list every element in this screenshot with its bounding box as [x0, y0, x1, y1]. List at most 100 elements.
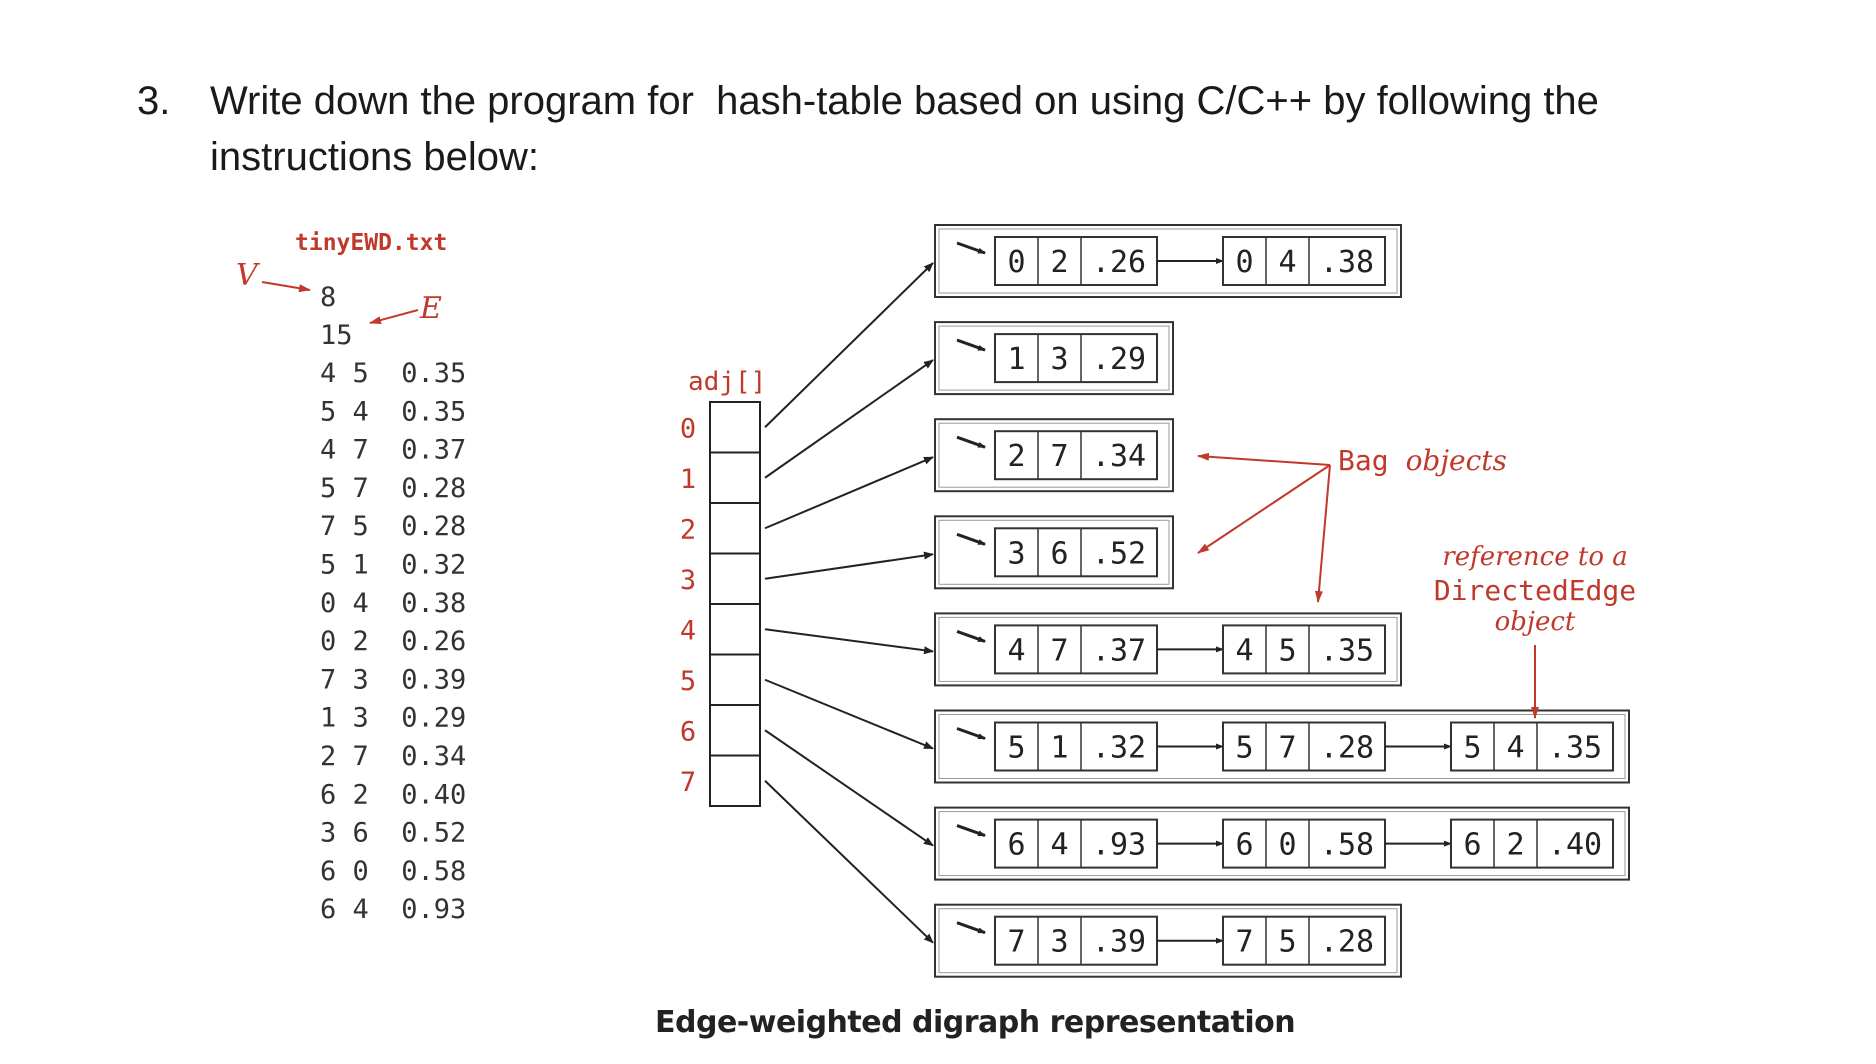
edge-line: 6 2 0.40: [320, 779, 466, 810]
adj-pointer: [764, 729, 934, 847]
adj-pointer: [764, 262, 934, 428]
node-to: 2: [1050, 245, 1068, 280]
edge-line: 4 7 0.37: [320, 435, 466, 466]
node-to: 3: [1050, 342, 1068, 377]
bag-label-mono: Bag: [1338, 444, 1389, 477]
node-weight: .26: [1092, 245, 1146, 280]
adj-cell: [709, 704, 761, 757]
node-to: 7: [1278, 731, 1296, 766]
node-from: 1: [1007, 342, 1025, 377]
edge-list: 4 5 0.355 4 0.354 7 0.375 7 0.287 5 0.28…: [320, 358, 466, 925]
node-to: 3: [1050, 925, 1068, 960]
bag-objects-annotation: Bag objects: [1197, 444, 1507, 603]
node-to: 0: [1278, 828, 1296, 863]
adj-cell: [709, 603, 761, 656]
edge-line: 7 5 0.28: [320, 511, 466, 542]
adj-pointer: [764, 359, 934, 479]
node-from: 7: [1007, 925, 1025, 960]
node-from: 0: [1007, 245, 1025, 280]
node-to: 1: [1050, 731, 1068, 766]
node-weight: .37: [1092, 633, 1146, 668]
adj-index: 2: [680, 514, 696, 545]
edge-line: 6 4 0.93: [320, 894, 466, 925]
node-to: 5: [1278, 925, 1296, 960]
edge-line: 0 2 0.26: [320, 626, 466, 657]
edge-line: 3 6 0.52: [320, 818, 466, 849]
adj-index: 0: [680, 413, 696, 444]
question-line-1: Write down the program for hash-table ba…: [210, 79, 1599, 123]
node-weight: .39: [1092, 925, 1146, 960]
node-to: 5: [1278, 633, 1296, 668]
node-weight: .34: [1092, 439, 1146, 474]
adj-label: adj[]: [688, 367, 766, 397]
adj-index: 7: [680, 767, 696, 798]
node-box: [994, 527, 1158, 578]
node-box: [994, 721, 1158, 772]
adj-pointer: [764, 628, 934, 655]
node-from: 4: [1235, 633, 1253, 668]
question-line-2: instructions below:: [210, 135, 540, 179]
adj-index: 5: [680, 666, 696, 697]
file-title: tinyEWD.txt: [295, 230, 447, 256]
edge-line: 7 3 0.39: [320, 664, 466, 695]
node-from: 4: [1007, 633, 1025, 668]
node-box: [994, 236, 1158, 286]
node-weight: .58: [1320, 828, 1374, 863]
bag-first-pointer: [956, 241, 986, 255]
bag-arrow-1: [1197, 452, 1331, 466]
node-to: 4: [1506, 731, 1524, 766]
node-to: 2: [1506, 828, 1524, 863]
ref-line-2: DirectedEdge: [1434, 574, 1636, 607]
adj-pointer: [764, 678, 934, 750]
node-weight: .29: [1092, 342, 1146, 377]
e-label: E: [419, 291, 442, 326]
node-from: 6: [1007, 828, 1025, 863]
edge-line: 5 1 0.32: [320, 550, 466, 581]
node-weight: .28: [1320, 925, 1374, 960]
figure-caption: Edge-weighted digraph representation: [655, 1005, 1296, 1040]
node-from: 7: [1235, 925, 1253, 960]
bag-first-pointer: [956, 435, 986, 449]
node-box: [994, 333, 1158, 384]
adj-pointer: [764, 551, 934, 580]
adj-cell: [709, 502, 761, 555]
edge-line: 4 5 0.35: [320, 358, 466, 389]
node-weight: .28: [1320, 731, 1374, 766]
bag-label-italic: objects: [1406, 444, 1507, 477]
node-weight: .52: [1092, 536, 1146, 571]
edge-line: 6 0 0.58: [320, 856, 466, 887]
bag-arrow-2: [1197, 464, 1331, 554]
adj-pointers: [764, 262, 934, 944]
node-from: 5: [1235, 731, 1253, 766]
node-weight: .93: [1092, 828, 1146, 863]
node-weight: .38: [1320, 245, 1374, 280]
node-to: 4: [1278, 245, 1296, 280]
adj-cell: [709, 552, 761, 605]
bag-inner-box: [938, 422, 1170, 488]
bag-inner-box: [938, 519, 1170, 585]
node-weight: .35: [1548, 731, 1602, 766]
node-box: [1222, 721, 1386, 772]
bag-arrow-3: [1314, 464, 1331, 603]
edge-line: 5 7 0.28: [320, 473, 466, 504]
node-box: [1222, 915, 1386, 966]
node-box: [1222, 236, 1386, 286]
